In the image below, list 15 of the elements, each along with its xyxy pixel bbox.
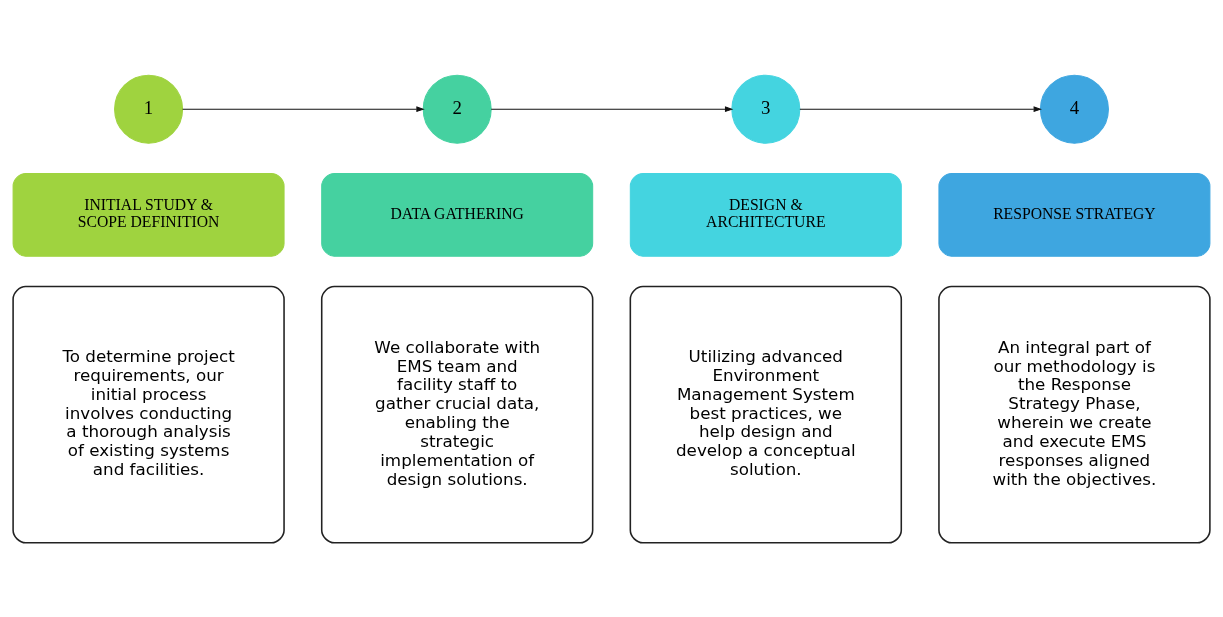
node-circle: 1 [114, 74, 184, 144]
node-box: To determine project requirements, our initial process involves conducting a thorough analysis of existing systems and facilities. [12, 285, 285, 544]
node-box: We collaborate with EMS team and facility staff to gather crucial data, enabling the strategic implementation of design solutions. [320, 285, 594, 544]
node-circle: 4 [1039, 74, 1109, 144]
node-box: RESPONSE STRATEGY [938, 172, 1211, 257]
node-box: INITIAL STUDY & SCOPE DEFINITION [12, 172, 285, 257]
node-box: DATA GATHERING [321, 172, 594, 257]
arrow [490, 105, 734, 112]
node-box: An integral part of our methodology is the Response Strategy Phase, wherein we create and execute EMS responses aligned with the objectives. [938, 285, 1211, 544]
arrow [799, 105, 1042, 112]
node-box: DESIGN & ARCHITECTURE [629, 172, 902, 257]
node-circle: 3 [731, 74, 801, 144]
node-circle: 2 [422, 74, 492, 144]
node-box: Utilizing advanced Environment Management System best practices, we help design and develop a conceptual solution. [629, 285, 903, 544]
arrow [182, 105, 425, 112]
